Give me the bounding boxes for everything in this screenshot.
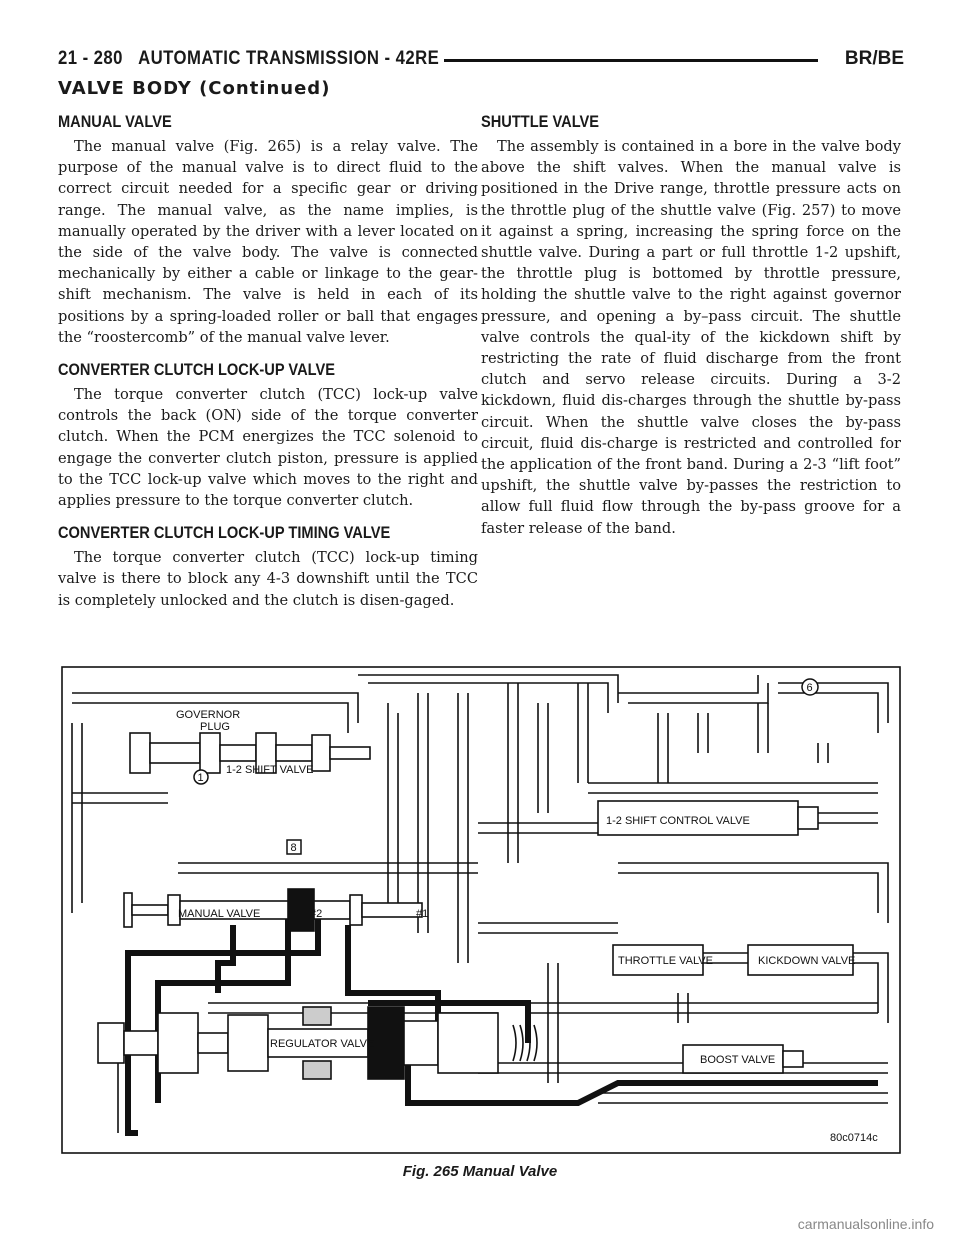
manual-valve-spool (123, 888, 423, 932)
svg-text:6: 6 (807, 682, 813, 694)
shift-control-valve-body (597, 800, 819, 836)
label-shift-valve: 1-2 SHIFT VALVE (226, 764, 313, 776)
throttle-kickdown-valves (612, 944, 854, 976)
regulator-valve-spool (97, 1006, 538, 1080)
header-rule (444, 59, 818, 62)
boost-valve-body (682, 1044, 804, 1074)
section-title: VALVE BODY (Continued) (58, 78, 331, 99)
label-port-1: #1 (416, 908, 428, 920)
label-kickdown-valve: KICKDOWN VALVE (758, 955, 855, 967)
figure-manual-valve-diagram: GOVERNOR PLUG 1-2 SHIFT VALVE 1-2 SHIFT … (58, 663, 904, 1158)
label-plug: PLUG (200, 721, 230, 733)
callout-8: 8 (286, 839, 302, 855)
callout-6: 6 (801, 678, 819, 696)
label-throttle-valve: THROTTLE VALVE (618, 955, 713, 967)
figure-caption: Fig. 265 Manual Valve (402, 1163, 558, 1180)
label-manual-valve: MANUAL VALVE (178, 908, 260, 920)
heading-converter-clutch-timing-valve: CONVERTER CLUTCH LOCK-UP TIMING VALVE (58, 523, 391, 543)
paragraph-manual-valve: The manual valve (Fig. 265) is a relay v… (58, 138, 478, 346)
watermark-footer: carmanualsonline.info (797, 1216, 934, 1232)
label-governor: GOVERNOR (176, 709, 240, 721)
heading-shuttle-valve: SHUTTLE VALVE (481, 112, 600, 131)
figure-code: 80c0714c (830, 1132, 878, 1144)
label-regulator-valve: REGULATOR VALVE (270, 1038, 374, 1050)
label-port-2: #2 (310, 908, 322, 920)
paragraph-shuttle-valve: The assembly is contained in a bore in t… (481, 138, 901, 537)
right-column: SHUTTLE VALVE The assembly is contained … (481, 112, 901, 551)
page-header-ref: 21 - 280 AUTOMATIC TRANSMISSION - 42RE (58, 48, 440, 69)
label-shift-control-valve: 1-2 SHIFT CONTROL VALVE (606, 815, 750, 827)
left-column: MANUAL VALVE The manual valve (Fig. 265)… (58, 112, 478, 623)
svg-text:1: 1 (198, 772, 204, 784)
valve-body-schematic: GOVERNOR PLUG 1-2 SHIFT VALVE 1-2 SHIFT … (61, 666, 901, 1154)
heading-manual-valve: MANUAL VALVE (58, 112, 172, 131)
callout-1: 1 (193, 769, 209, 785)
page-header: 21 - 280 AUTOMATIC TRANSMISSION - 42RE B… (58, 44, 904, 74)
paragraph-converter-clutch-timing-valve: The torque converter clutch (TCC) lock-u… (58, 549, 478, 609)
svg-text:8: 8 (291, 842, 297, 854)
page-header-model: BR/BE (844, 48, 904, 69)
shift-valve-spool (129, 732, 371, 774)
heading-converter-clutch-lockup-valve: CONVERTER CLUTCH LOCK-UP VALVE (58, 360, 335, 380)
paragraph-converter-clutch-lockup-valve: The torque converter clutch (TCC) lock-u… (58, 386, 478, 510)
label-boost-valve: BOOST VALVE (700, 1054, 775, 1066)
